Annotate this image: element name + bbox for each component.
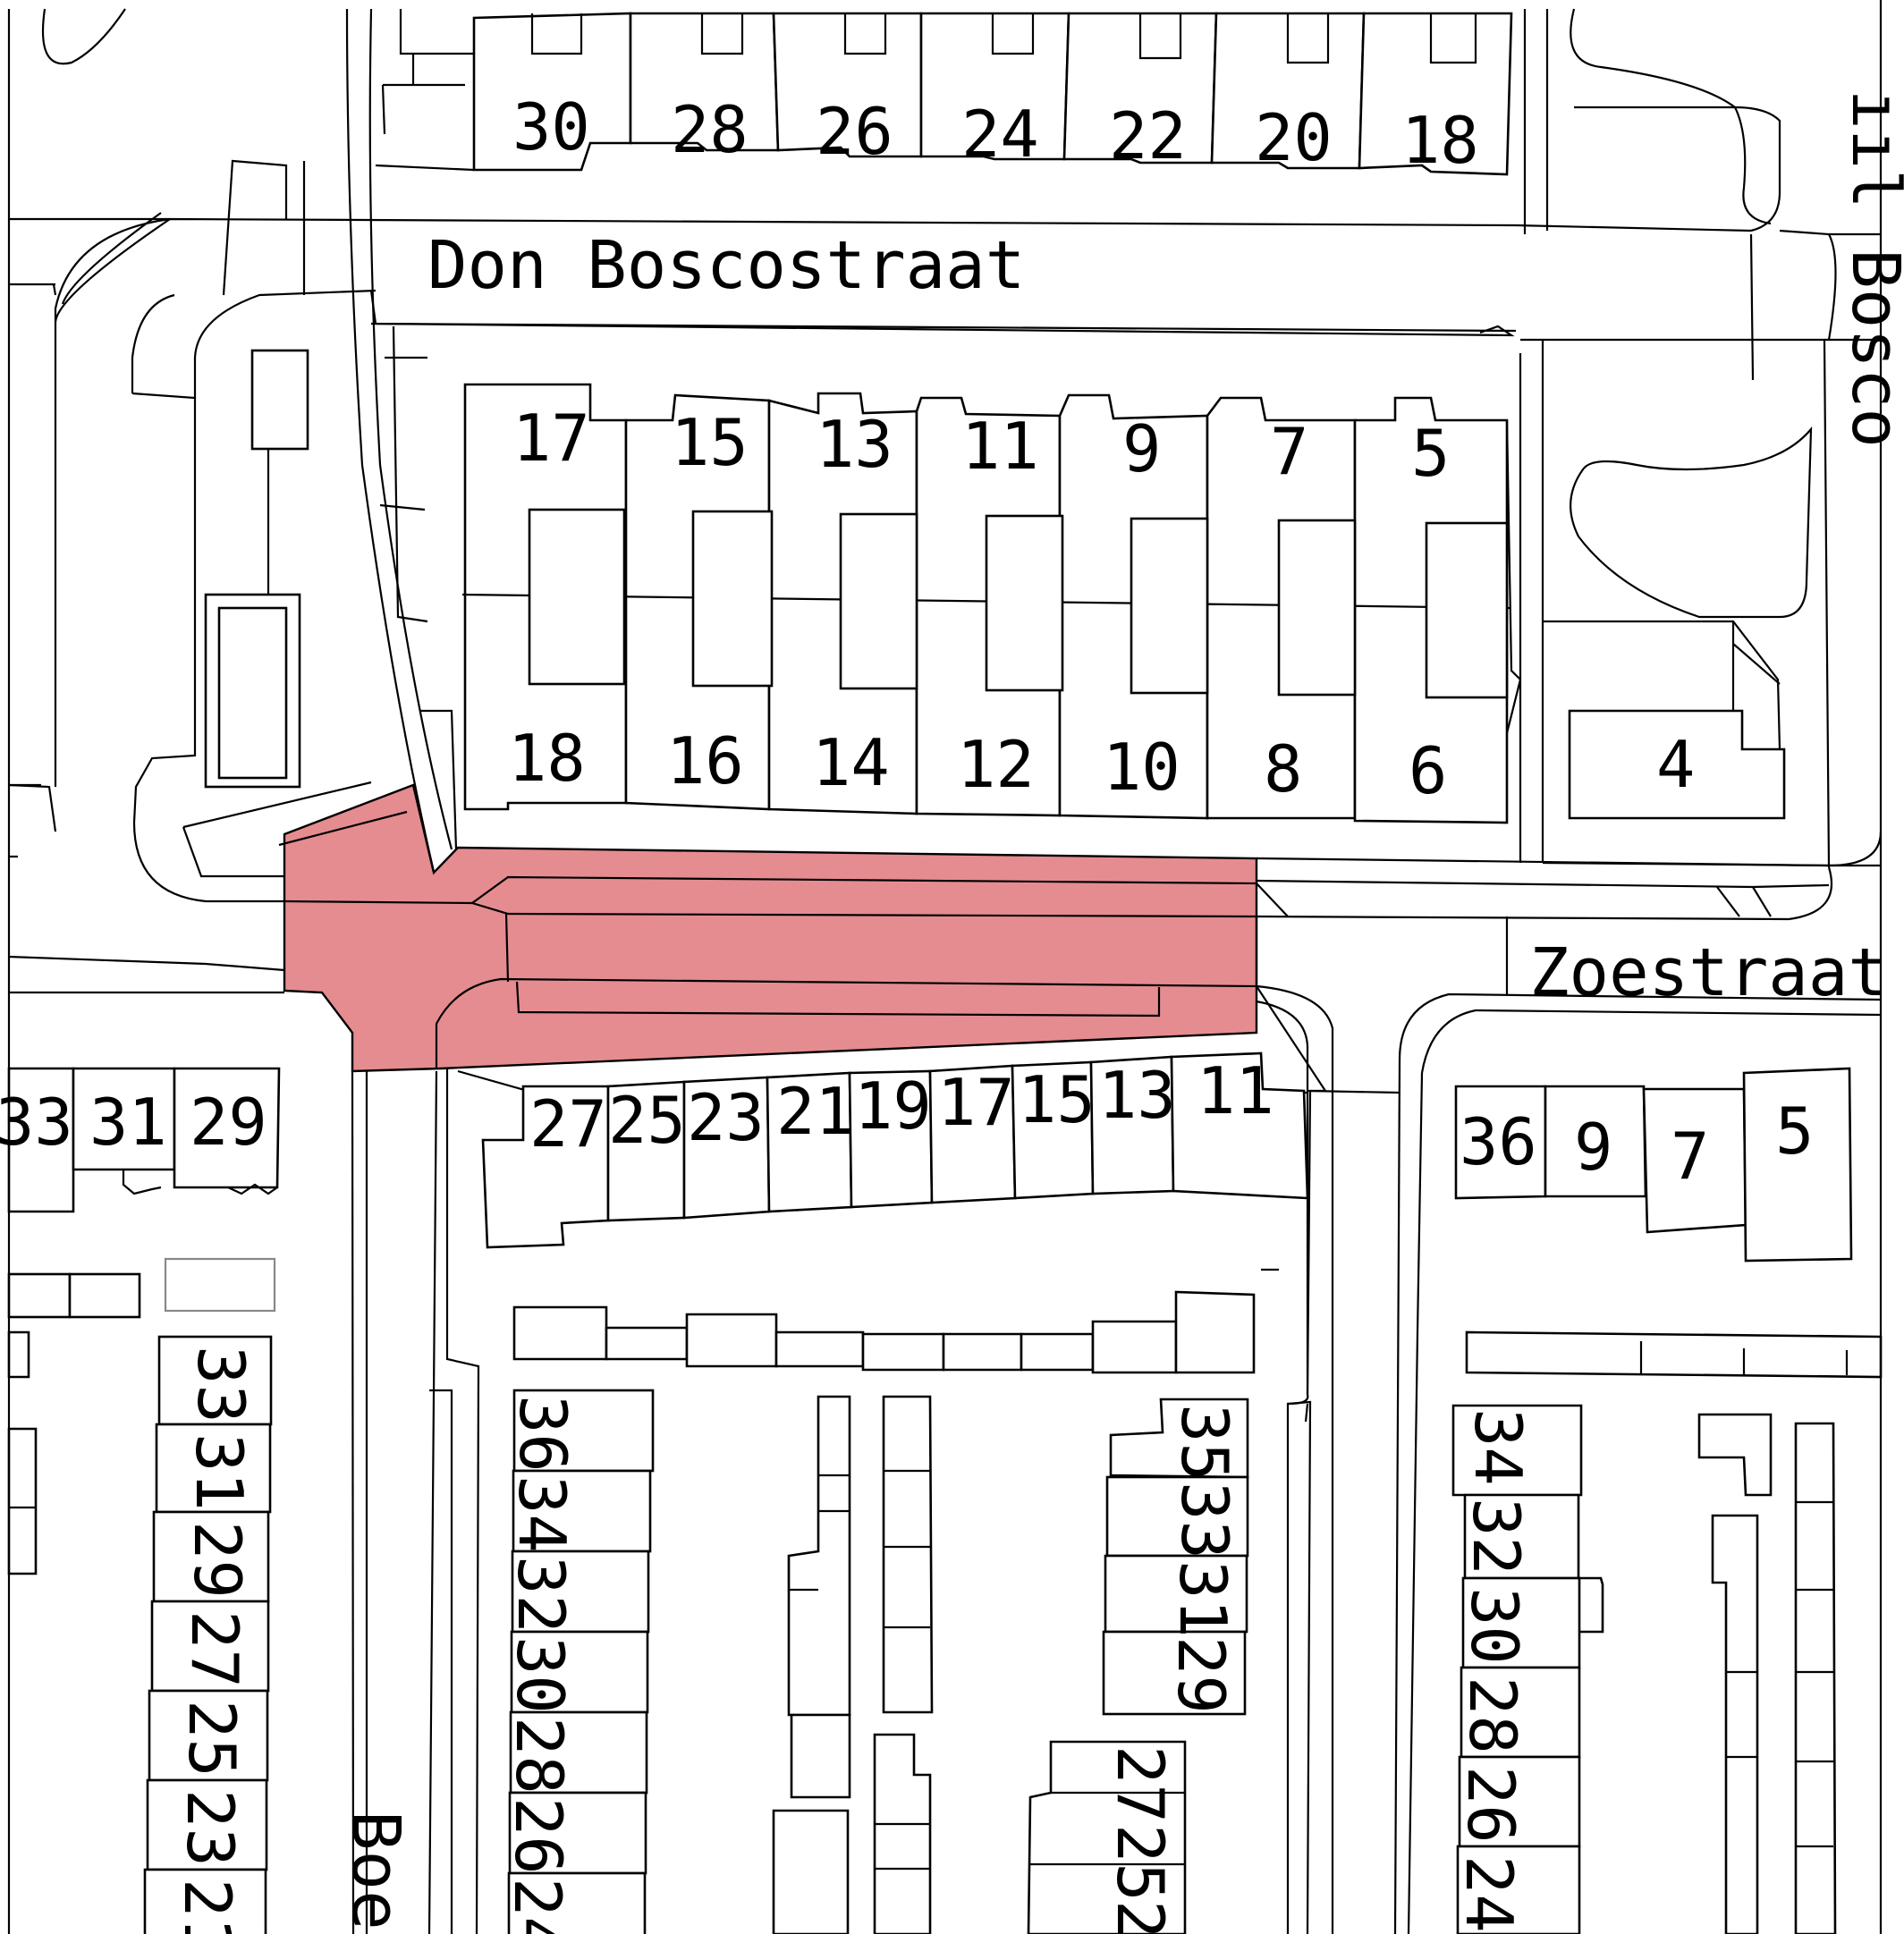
house-number: 16	[666, 723, 744, 798]
house-number: 21	[170, 1879, 245, 1934]
pond-shapes	[41, 8, 1813, 619]
street-right-partial: ııl Bosco	[1837, 89, 1904, 448]
vertical-col-4-buildings	[1027, 1740, 1187, 1934]
vertical-col-2-labels: 36 34 32 30 28 26 24	[500, 1395, 580, 1934]
map-frame	[7, 0, 1883, 1934]
vertical-col-4-labels: 27 25 2	[1103, 1745, 1178, 1934]
house-number: 26	[816, 94, 893, 169]
house-number: 21	[776, 1074, 854, 1149]
street-zoestraat: Zoestraat	[1529, 934, 1888, 1011]
house-number: 29	[180, 1521, 255, 1599]
central-block	[461, 383, 1522, 824]
house-number: 11	[961, 409, 1039, 484]
street-boe: Boe	[337, 1811, 414, 1930]
house-number: 19	[854, 1068, 932, 1144]
house-number: 30	[503, 1636, 578, 1714]
vertical-col-3-labels: 35 33 31 29	[1164, 1404, 1242, 1714]
house-number: 28	[671, 92, 749, 167]
house-number: 20	[1255, 100, 1333, 175]
left-row-labels: 33 31 29	[0, 1085, 267, 1160]
block-south-labels: 18 16 14 12 10 8 6 4	[508, 721, 1695, 808]
left-structures	[204, 349, 309, 789]
highlight-inner-lines	[283, 875, 1257, 1068]
house-number: 7	[1270, 414, 1308, 489]
house-number: 15	[1018, 1062, 1096, 1137]
street-don-boscostraat: Don Boscostraat	[427, 227, 1025, 304]
house-number: 30	[1457, 1587, 1532, 1665]
house-number: 9	[1574, 1110, 1612, 1185]
top-row-labels: 30 28 26 24 22 20 18	[512, 89, 1479, 178]
house-number: 10	[1103, 730, 1180, 805]
house-number: 17	[512, 401, 590, 476]
highlighted-parcel[interactable]	[283, 783, 1258, 1073]
zoe-south-labels: 27 25 23 21 19 17 15 13 11	[529, 1053, 1274, 1161]
house-number: 30	[512, 89, 590, 165]
house-number: 27	[177, 1610, 252, 1688]
house-number: 5	[1775, 1094, 1814, 1169]
vertical-col-2-buildings	[507, 1290, 1256, 1934]
house-number: 33	[1167, 1482, 1242, 1559]
house-number: 12	[957, 727, 1035, 802]
right-sheds	[1697, 1413, 1837, 1934]
vertical-col-5-labels: 34 32 30 28 26 24	[1451, 1408, 1536, 1933]
house-number: 5	[1411, 416, 1450, 491]
house-number: 15	[671, 405, 749, 480]
top-row-buildings	[472, 12, 1513, 176]
house-number: 27	[529, 1086, 607, 1161]
house-number: 4	[1656, 727, 1695, 802]
zoe-south-right	[1454, 1067, 1853, 1263]
house-number: 18	[508, 721, 586, 796]
house-number: 25	[174, 1700, 250, 1778]
house-number: 27	[1103, 1745, 1178, 1823]
house-number: 24	[500, 1878, 575, 1934]
vertical-col-1-buildings	[143, 1335, 273, 1934]
house-number: 29	[190, 1085, 267, 1160]
house-number: 11	[1197, 1053, 1274, 1128]
house-number: 17	[937, 1065, 1015, 1140]
house-number: 31	[89, 1085, 167, 1160]
house-number: 31	[1165, 1560, 1240, 1638]
house-number: 29	[1164, 1636, 1239, 1714]
left-row-buildings	[7, 1067, 281, 1575]
building-4	[1543, 620, 1786, 820]
house-number: 28	[1455, 1676, 1530, 1754]
house-number: 32	[504, 1556, 579, 1634]
house-number: 25	[608, 1083, 686, 1158]
house-number: 14	[812, 725, 890, 800]
zoe-south-right-labels: 36 9 7 5	[1460, 1094, 1814, 1194]
house-number: 24	[1451, 1855, 1527, 1933]
house-number: 33	[183, 1346, 258, 1423]
house-number: 26	[501, 1797, 576, 1875]
house-number: 23	[173, 1789, 248, 1867]
house-number: 23	[687, 1080, 765, 1155]
house-number: 2	[1103, 1900, 1178, 1934]
house-number: 18	[1401, 103, 1479, 178]
house-number: 32	[1459, 1498, 1534, 1575]
house-number: 34	[504, 1475, 580, 1553]
house-number: 7	[1671, 1119, 1709, 1194]
house-number: 13	[816, 407, 893, 482]
vertical-col-3-buildings	[1102, 1398, 1249, 1716]
house-number: 13	[1098, 1058, 1176, 1133]
house-number: 24	[961, 97, 1039, 172]
house-number: 31	[182, 1433, 257, 1511]
vertical-col-5-buildings	[1451, 1330, 1883, 1934]
house-number: 33	[0, 1085, 73, 1160]
house-number: 36	[1460, 1104, 1537, 1179]
house-number: 25	[1103, 1824, 1178, 1902]
house-number: 6	[1409, 733, 1447, 808]
middle-sheds	[772, 1395, 934, 1934]
house-number: 8	[1264, 731, 1302, 807]
house-number: 28	[502, 1717, 577, 1795]
zoe-south-row	[481, 1051, 1309, 1249]
house-number: 22	[1109, 98, 1187, 173]
house-number: 36	[505, 1395, 580, 1473]
house-number: 35	[1167, 1404, 1242, 1482]
house-number: 26	[1453, 1766, 1528, 1844]
block-north-labels: 17 15 13 11 9 7 5	[512, 401, 1450, 491]
vertical-col-1-labels: 33 31 29 27 25 23 21	[170, 1346, 258, 1934]
house-number: 9	[1122, 411, 1161, 486]
house-number: 34	[1460, 1408, 1536, 1486]
